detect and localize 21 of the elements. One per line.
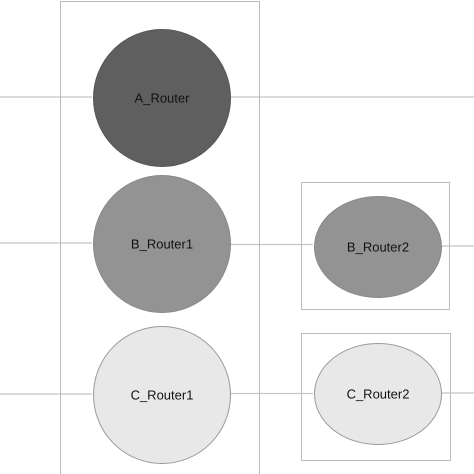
router-node — [93, 175, 231, 313]
router-node — [93, 29, 231, 167]
connection-line — [0, 96, 92, 98]
node-label: A_Router — [134, 90, 190, 106]
connection-line — [441, 392, 474, 394]
connection-line — [441, 245, 474, 247]
router-node — [93, 326, 231, 464]
node-label: B_Router2 — [346, 240, 410, 254]
connection-line — [230, 392, 313, 394]
connection-line — [0, 242, 92, 244]
node-label: B_Router1 — [130, 236, 194, 252]
node-label: C_Router1 — [130, 388, 194, 402]
connection-line — [230, 96, 474, 98]
connection-line — [230, 244, 313, 246]
container-box — [301, 182, 450, 310]
router-node — [314, 196, 442, 298]
container-box — [301, 333, 451, 461]
connection-line — [0, 393, 92, 395]
node-label: C_Router2 — [346, 386, 410, 402]
container-box — [60, 1, 260, 474]
router-node — [314, 343, 442, 445]
